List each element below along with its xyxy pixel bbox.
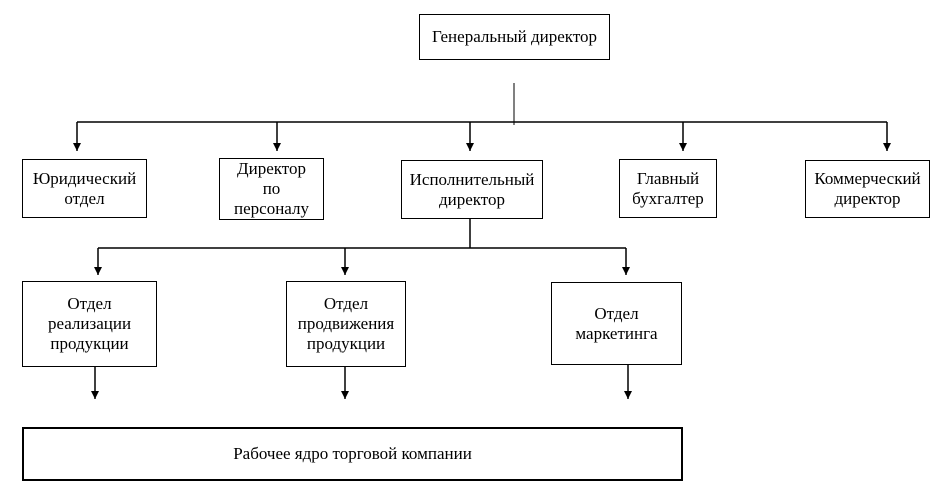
node-sales-department: Отдел реализации продукции: [22, 281, 157, 367]
node-legal-department: Юридический отдел: [22, 159, 147, 218]
node-general-director: Генеральный директор: [419, 14, 610, 60]
node-commercial-director: Коммерческий директор: [805, 160, 930, 218]
node-chief-accountant: Главный бухгалтер: [619, 159, 717, 218]
node-marketing-department: Отдел маркетинга: [551, 282, 682, 365]
node-executive-director: Исполнительный директор: [401, 160, 543, 219]
node-working-core: Рабочее ядро торговой компании: [22, 427, 683, 481]
node-hr-director: Директор по персоналу: [219, 158, 324, 220]
node-promotion-department: Отдел продвижения продукции: [286, 281, 406, 367]
